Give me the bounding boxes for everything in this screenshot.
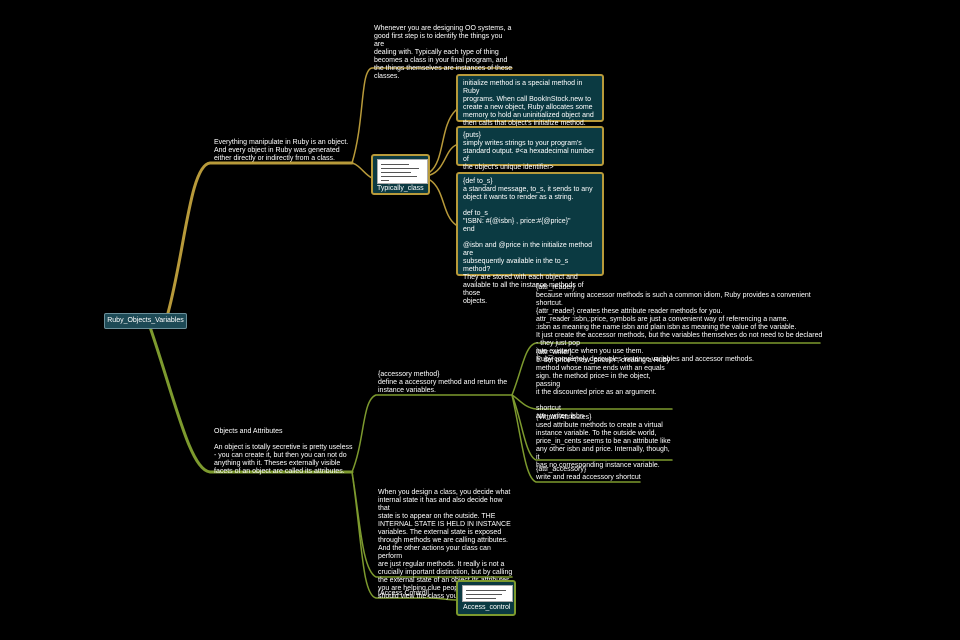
branch1-text[interactable]: Everything manipulate in Ruby is an obje… <box>214 139 349 162</box>
connector-branch1-typical <box>351 162 373 179</box>
connector-branch1-topnote <box>351 67 513 164</box>
puts-box[interactable]: {puts} simply writes strings to your pro… <box>456 126 604 171</box>
thumb-line <box>381 164 409 165</box>
thumb-line <box>466 598 496 599</box>
initialize-method-box[interactable]: initialize method is a special method in… <box>456 74 604 127</box>
virtual-attributes-node[interactable]: {Virtual Attributes} used attribute meth… <box>536 414 671 469</box>
connector-accessory-item1 <box>511 342 821 396</box>
code-thumbnail-image <box>377 159 428 184</box>
accessory-method-node[interactable]: {accessory method} define a accessory me… <box>378 371 508 394</box>
typical-class-node[interactable]: Typically_class <box>371 154 430 195</box>
connector-typical-box2 <box>429 144 457 176</box>
connector-access-box <box>427 597 457 601</box>
connector-branch2-access <box>351 471 429 599</box>
attr-accessory-node[interactable]: {attr_accessory} write and read accessor… <box>536 466 641 481</box>
connector-accessory-item3 <box>511 394 673 461</box>
access-control-label: Access_control <box>463 604 511 611</box>
attr-reader-node[interactable]: {attr_reader} because writing accessor m… <box>536 284 823 363</box>
connector-accessory-item4 <box>511 394 641 483</box>
connector-typical-box3 <box>429 179 457 226</box>
thumb-line <box>381 172 411 173</box>
connector-typical-box1 <box>429 109 457 173</box>
thumb-line <box>381 176 417 177</box>
access-control-node[interactable]: [Access Control] <box>378 590 429 597</box>
thumb-line <box>466 590 506 591</box>
connector-root-branch1 <box>166 161 354 315</box>
root-node[interactable]: Ruby_Objects_Variables <box>104 313 187 329</box>
branch2-text[interactable]: Objects and Attributes An object is tota… <box>214 428 353 475</box>
to-s-box[interactable]: {def to_s} a standard message, to_s, it … <box>456 172 604 305</box>
connector-root-branch2 <box>148 325 354 474</box>
thumb-line <box>466 594 502 595</box>
connector-accessory-item2 <box>511 394 673 410</box>
branch1-top-note[interactable]: Whenever you are designing OO systems, a… <box>374 25 513 80</box>
access-thumbnail-image <box>462 585 513 602</box>
access-control-box[interactable]: Access_control <box>456 580 516 616</box>
thumb-line <box>381 180 389 181</box>
attr-writer-node[interactable]: {attr_writer} 1. def price=(new_price)n … <box>536 349 671 420</box>
thumb-line <box>381 168 419 169</box>
connector-branch2-accessory <box>351 394 513 473</box>
typical-class-label: Typically_class <box>377 185 424 192</box>
